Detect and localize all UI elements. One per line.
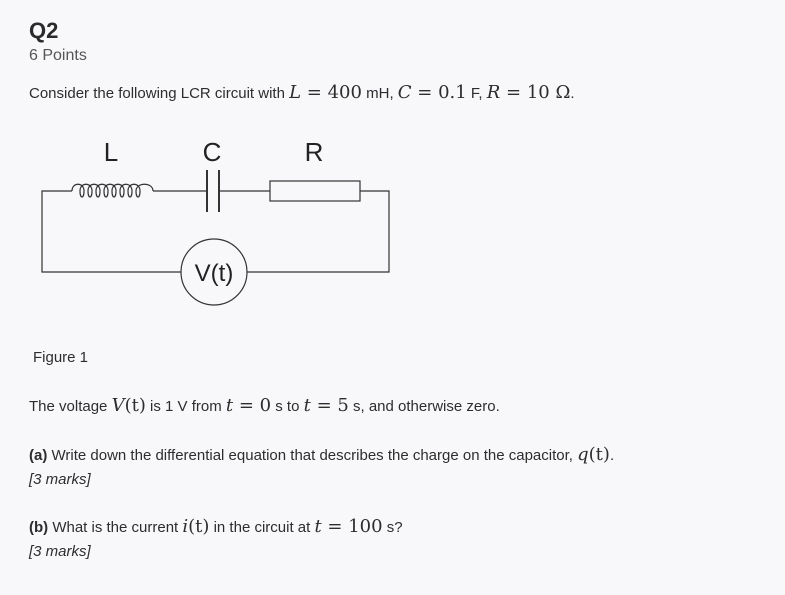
voltage-symbol: V — [111, 395, 125, 416]
capacitance-value: = 0.1 — [411, 82, 467, 103]
voltage-source-label: V(t) — [195, 260, 234, 287]
voltage-arg: (t) — [124, 395, 146, 416]
end-time-value: = 5 — [310, 395, 349, 416]
intro-lead: Consider the following LCR circuit with — [29, 85, 290, 102]
capacitor-label: C — [203, 137, 222, 167]
charge-symbol: q — [577, 444, 589, 465]
part-a-question: (a) Write down the differential equation… — [29, 444, 614, 465]
time-value: = 100 — [321, 516, 383, 537]
circuit-wires — [41, 190, 390, 273]
capacitance-math: C = 0.1 — [398, 82, 467, 103]
time-symbol: t — [314, 516, 322, 537]
intro-text: Consider the following LCR circuit with … — [29, 82, 575, 103]
part-a-text: Write down the differential equation tha… — [47, 447, 578, 464]
resistance-symbol: R — [486, 82, 501, 103]
current-symbol: i — [182, 516, 189, 537]
resistance-math: R = 10 Ω — [487, 82, 571, 103]
inductance-value: = 400 — [301, 82, 362, 103]
time-math: t = 100 — [314, 516, 382, 537]
inductor-coil — [71, 183, 154, 198]
voltage-mid: is 1 V from — [145, 398, 226, 415]
voltage-lead: The voltage — [29, 398, 112, 415]
inductor-label: L — [104, 137, 118, 167]
part-b-question: (b) What is the current i(t) in the circ… — [29, 516, 403, 537]
capacitor-plates — [206, 170, 220, 212]
voltage-end: s, and otherwise zero. — [348, 398, 500, 415]
voltage-math: V(t) — [112, 395, 146, 416]
start-time-math: t = 0 — [226, 395, 271, 416]
part-b-text: What is the current — [48, 519, 183, 536]
lcr-circuit-diagram: L C R V(t) — [41, 137, 390, 306]
current-math: i(t) — [182, 516, 209, 537]
charge-arg: (t) — [588, 444, 610, 465]
intro-end: . — [570, 85, 575, 102]
part-a-marks: [3 marks] — [29, 471, 91, 488]
capacitance-symbol: C — [397, 82, 412, 103]
voltage-mid2: s to — [271, 398, 304, 415]
part-b-end: s? — [382, 519, 403, 536]
voltage-text: The voltage V(t) is 1 V from t = 0 s to … — [29, 395, 500, 416]
part-b-mid: in the circuit at — [209, 519, 315, 536]
question-title: Q2 — [29, 18, 59, 43]
start-time-value: = 0 — [233, 395, 272, 416]
voltage-source — [180, 238, 248, 306]
part-b-label: (b) — [29, 519, 49, 536]
part-a-label: (a) — [29, 447, 48, 464]
question-points: 6 Points — [29, 47, 87, 64]
current-arg: (t) — [188, 516, 210, 537]
resistance-value: = 10 Ω — [500, 82, 571, 103]
inductance-unit: mH, — [361, 85, 398, 102]
part-a-end: . — [609, 447, 615, 464]
capacitance-unit: F, — [466, 85, 487, 102]
charge-math: q(t) — [577, 444, 610, 465]
inductance-math: L = 400 — [289, 82, 362, 103]
figure-caption: Figure 1 — [33, 349, 89, 366]
start-time-symbol: t — [225, 395, 234, 416]
resistor-box — [269, 180, 361, 202]
end-time-math: t = 5 — [304, 395, 349, 416]
part-b-marks: [3 marks] — [29, 543, 91, 560]
resistor-label: R — [305, 137, 324, 167]
end-time-symbol: t — [303, 395, 311, 416]
inductance-symbol: L — [289, 82, 302, 103]
